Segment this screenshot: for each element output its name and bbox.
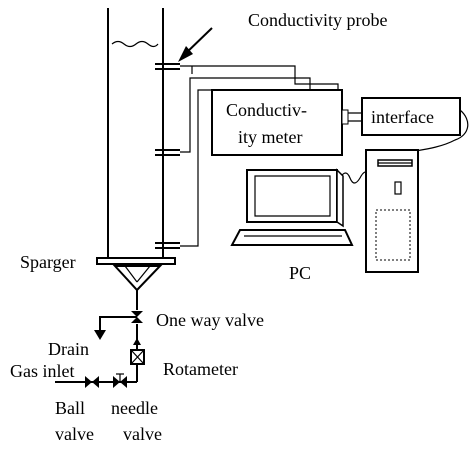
interface-label: interface xyxy=(371,107,434,127)
rotameter-x2 xyxy=(130,349,145,365)
probe-wire-2 xyxy=(180,77,311,153)
one-way-valve-label: One way valve xyxy=(156,310,264,330)
gas-inlet-label: Gas inlet xyxy=(10,361,75,381)
keyboard xyxy=(230,229,354,246)
rotameter-flow-arrow xyxy=(133,338,141,345)
monitor-side xyxy=(336,168,344,228)
ball-valve-icon-b xyxy=(92,376,99,388)
liquid-surface xyxy=(111,40,159,48)
connector-block xyxy=(341,109,349,125)
tower-button xyxy=(394,181,402,195)
interface-pc-cable xyxy=(409,109,469,153)
rotameter-label: Rotameter xyxy=(163,359,238,379)
meter-label-line1: Conductiv- xyxy=(226,100,307,120)
conductivity-probe-label: Conductivity probe xyxy=(248,10,387,30)
computer-tower xyxy=(365,149,419,273)
needle-valve-icon-b xyxy=(120,376,127,388)
needle-valve-icon xyxy=(113,376,120,388)
drain-arrowhead xyxy=(94,330,106,340)
one-way-valve-icon-b xyxy=(131,317,143,323)
interface-box xyxy=(361,97,461,136)
one-way-valve-icon xyxy=(131,311,143,317)
ball-valve-label: valve xyxy=(55,424,94,444)
probe-wire-1 xyxy=(180,65,339,96)
meter-label-line2: ity meter xyxy=(238,127,302,147)
sparger-label: Sparger xyxy=(20,252,76,272)
tower-panel xyxy=(375,209,411,261)
ball-valve-icon xyxy=(85,376,92,388)
monitor-screen xyxy=(254,175,331,217)
probe-wire-3 xyxy=(180,89,212,247)
drain-line xyxy=(99,316,137,332)
sparger-cone-inner2 xyxy=(136,265,151,283)
needle-valve-label: valve xyxy=(123,424,162,444)
needle-label: needle xyxy=(111,398,158,418)
ball-label: Ball xyxy=(55,398,85,418)
pc-label: PC xyxy=(289,263,311,283)
sparger-plate xyxy=(96,257,176,265)
drain-label: Drain xyxy=(48,339,89,359)
sparger-cone xyxy=(112,265,163,292)
sparger-cone-inner1 xyxy=(124,265,138,283)
probe-arrowhead xyxy=(178,46,193,62)
